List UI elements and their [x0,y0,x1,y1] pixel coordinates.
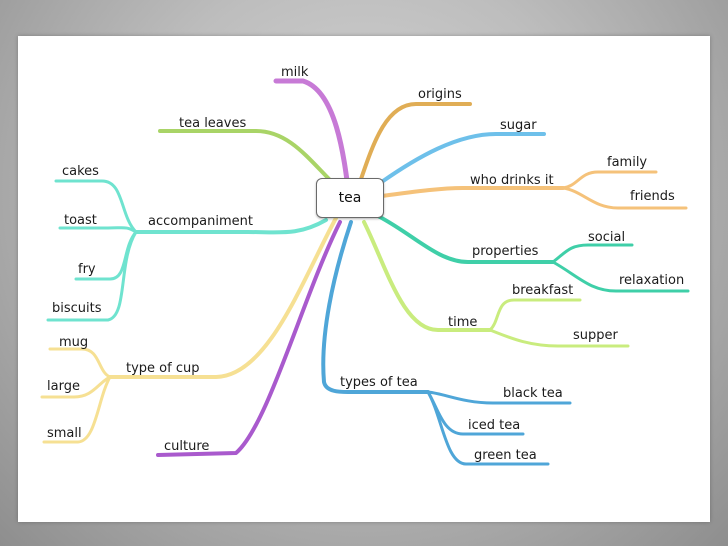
label-tea-leaves: tea leaves [179,116,246,131]
label-cakes: cakes [62,164,99,179]
label-social: social [588,230,625,245]
branch-type-of-cup [108,216,338,379]
label-origins: origins [418,87,462,102]
label-small: small [47,426,82,441]
label-type-of-cup: type of cup [126,361,199,376]
label-family: family [607,155,647,170]
sub-toast [58,226,138,234]
sub-social [551,243,634,264]
label-types-of-tea: types of tea [340,375,418,390]
branch-origins [358,102,472,184]
label-mug: mug [59,335,88,350]
sub-mug [48,347,112,379]
label-fry: fry [78,262,96,277]
sub-cakes [54,179,138,234]
label-accompaniment: accompaniment [148,214,253,229]
sub-supper [488,328,630,348]
sub-green-tea [426,390,550,466]
sub-small [42,375,112,444]
label-who-drinks-it: who drinks it [470,173,554,188]
sub-breakfast [488,298,582,332]
mind-map: milk tea leaves origins sugar who drinks… [40,65,690,466]
label-time: time [448,315,477,330]
central-topic: tea [316,178,384,218]
sub-biscuits [46,230,138,322]
branch-accompaniment [134,218,328,235]
label-large: large [47,379,80,394]
label-black-tea: black tea [503,386,563,401]
label-biscuits: biscuits [52,301,102,316]
label-milk: milk [281,65,309,80]
central-topic-label: tea [338,190,362,206]
branch-types-of-tea [321,220,430,394]
branch-time [362,220,492,332]
label-friends: friends [630,189,675,204]
sub-family [561,170,658,190]
sub-friends [561,186,688,210]
slide: milk tea leaves origins sugar who drinks… [18,36,710,522]
sub-large [40,375,112,399]
sub-relaxation [551,260,690,293]
sub-black-tea [426,390,572,405]
label-iced-tea: iced tea [468,418,520,433]
branch-tea-leaves [158,129,338,188]
branch-who-drinks-it [380,186,565,198]
label-green-tea: green tea [474,448,537,463]
branch-properties [376,214,555,264]
label-sugar: sugar [500,118,537,133]
branch-culture [156,220,342,457]
label-supper: supper [573,328,619,343]
label-properties: properties [472,244,539,259]
label-culture: culture [164,439,209,454]
label-toast: toast [64,213,97,228]
label-relaxation: relaxation [619,273,684,288]
branch-sugar [374,132,546,188]
label-breakfast: breakfast [512,283,573,298]
